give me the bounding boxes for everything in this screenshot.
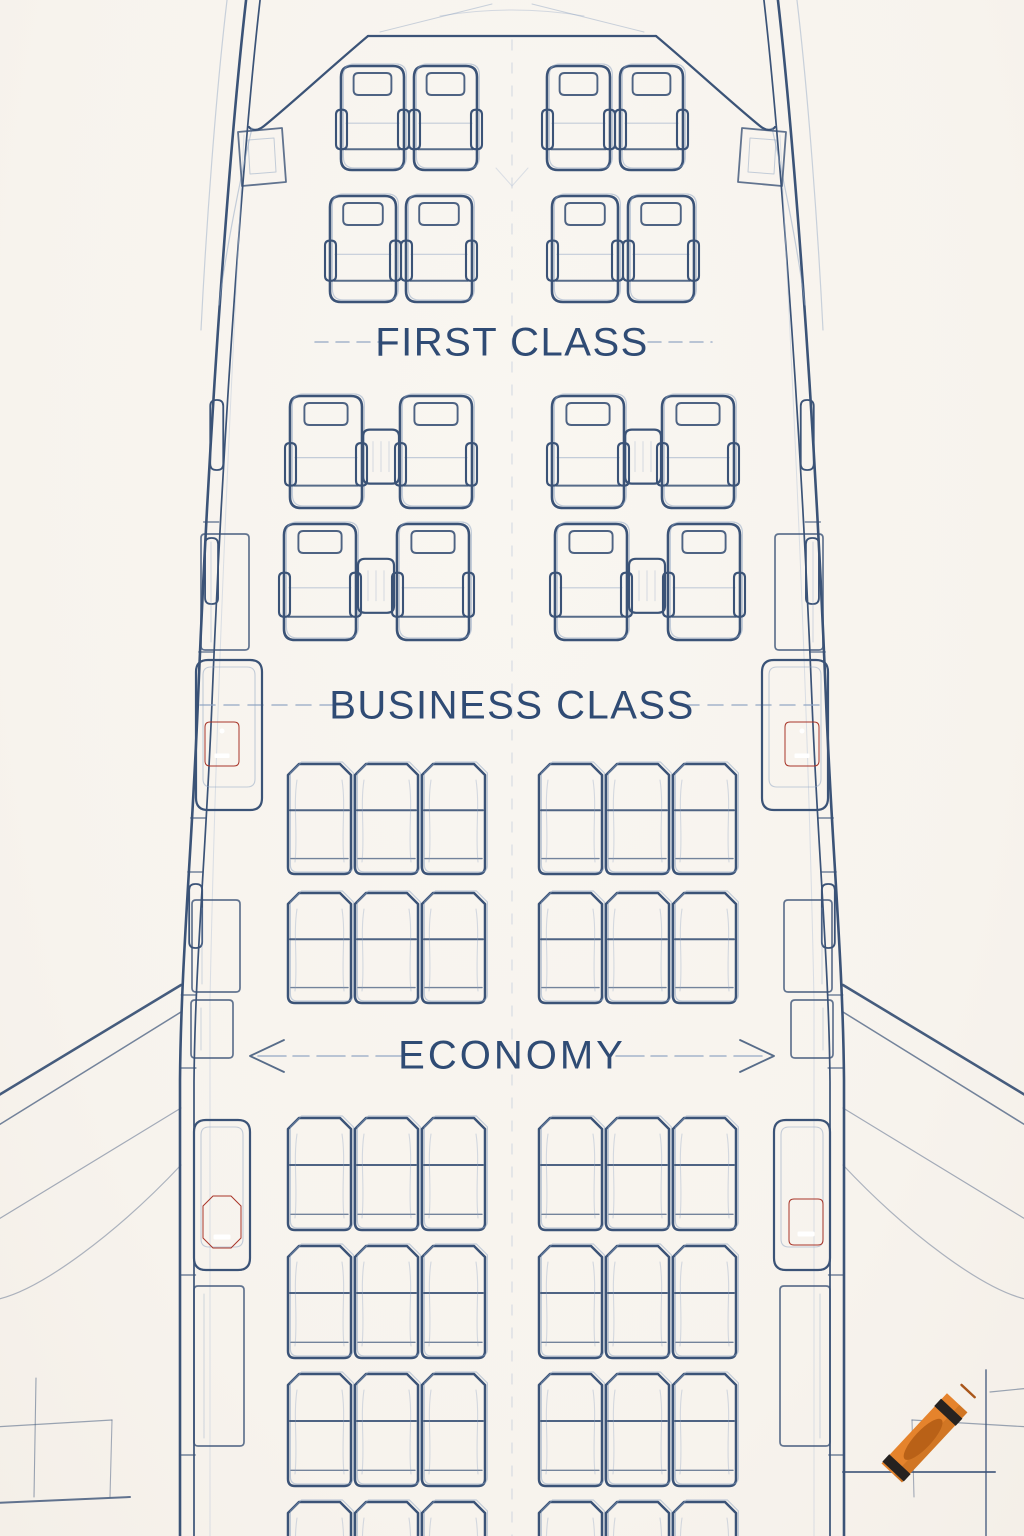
seat-business-r4-4 xyxy=(661,521,747,642)
seat-business-r3-2 xyxy=(393,393,479,510)
seat-business-r3-3 xyxy=(545,393,631,510)
seat-economy-r8-3 xyxy=(420,1243,489,1360)
seat-first-r2-2 xyxy=(399,193,479,304)
guide-lines xyxy=(199,39,827,1536)
emergency-exit-icon xyxy=(192,1118,252,1272)
emergency-exit-icon xyxy=(194,658,264,812)
emergency-exits xyxy=(192,658,832,1272)
seat-economy-r8-6 xyxy=(671,1243,740,1360)
seat-economy-r5-6 xyxy=(671,761,740,876)
seat-console xyxy=(361,428,401,485)
craiyon-logo xyxy=(875,1376,976,1483)
emergency-exit-icon xyxy=(772,1118,832,1272)
seat-business-r4-1 xyxy=(277,521,363,642)
seat-economy-r9-4 xyxy=(537,1371,606,1488)
seat-first-r2-4 xyxy=(621,193,701,304)
seat-economy-r9-3 xyxy=(420,1371,489,1488)
seat-economy-r8-2 xyxy=(353,1243,422,1360)
seat-economy-r10-5 xyxy=(604,1499,673,1536)
emergency-exit-icon xyxy=(760,658,830,812)
seat-economy-r6-3 xyxy=(420,890,489,1005)
seat-economy-r9-6 xyxy=(671,1371,740,1488)
seat-economy-r7-2 xyxy=(353,1115,422,1232)
seat-business-r4-3 xyxy=(548,521,634,642)
seat-economy-r9-5 xyxy=(604,1371,673,1488)
seat-business-r4-2 xyxy=(390,521,476,642)
seat-first-r1-4 xyxy=(613,63,690,172)
seat-first-r1-3 xyxy=(540,63,617,172)
seat-economy-r6-1 xyxy=(286,890,355,1005)
seat-economy-r6-2 xyxy=(353,890,422,1005)
seat-business-r3-4 xyxy=(655,393,741,510)
seats xyxy=(277,63,747,1536)
seat-economy-r5-1 xyxy=(286,761,355,876)
seat-economy-r8-1 xyxy=(286,1243,355,1360)
seat-economy-r7-1 xyxy=(286,1115,355,1232)
seat-first-r1-1 xyxy=(334,63,411,172)
seat-economy-r10-4 xyxy=(537,1499,606,1536)
seat-economy-r6-6 xyxy=(671,890,740,1005)
seat-economy-r9-2 xyxy=(353,1371,422,1488)
seat-console xyxy=(623,428,663,485)
section-label-first: FIRST CLASS xyxy=(375,320,649,365)
seat-economy-r7-5 xyxy=(604,1115,673,1232)
seat-console xyxy=(356,557,396,614)
seat-economy-r7-4 xyxy=(537,1115,606,1232)
section-label-economy: ECONOMY xyxy=(398,1033,626,1078)
seat-economy-r6-5 xyxy=(604,890,673,1005)
wall-panels xyxy=(179,399,845,1456)
seat-economy-r6-4 xyxy=(537,890,606,1005)
seat-economy-r5-2 xyxy=(353,761,422,876)
seat-first-r2-3 xyxy=(545,193,625,304)
seat-economy-r9-1 xyxy=(286,1371,355,1488)
nose-interior xyxy=(218,3,806,306)
wings xyxy=(0,983,1024,1536)
seat-first-r2-1 xyxy=(323,193,403,304)
seat-economy-r7-3 xyxy=(420,1115,489,1232)
seat-economy-r7-6 xyxy=(671,1115,740,1232)
seat-first-r1-2 xyxy=(407,63,484,172)
crayon-icon xyxy=(881,1383,976,1483)
seat-economy-r5-3 xyxy=(420,761,489,876)
seat-economy-r10-1 xyxy=(286,1499,355,1536)
seat-console xyxy=(627,557,667,614)
seat-economy-r10-2 xyxy=(353,1499,422,1536)
seat-economy-r10-6 xyxy=(671,1499,740,1536)
sparkle-icon xyxy=(875,1376,897,1398)
seat-economy-r5-5 xyxy=(604,761,673,876)
seat-business-r3-1 xyxy=(283,393,369,510)
seat-economy-r5-4 xyxy=(537,761,606,876)
section-label-business: BUSINESS CLASS xyxy=(329,683,695,728)
seat-economy-r8-4 xyxy=(537,1243,606,1360)
seat-economy-r10-3 xyxy=(420,1499,489,1536)
sparkle-icon xyxy=(946,1445,976,1475)
seat-economy-r8-5 xyxy=(604,1243,673,1360)
